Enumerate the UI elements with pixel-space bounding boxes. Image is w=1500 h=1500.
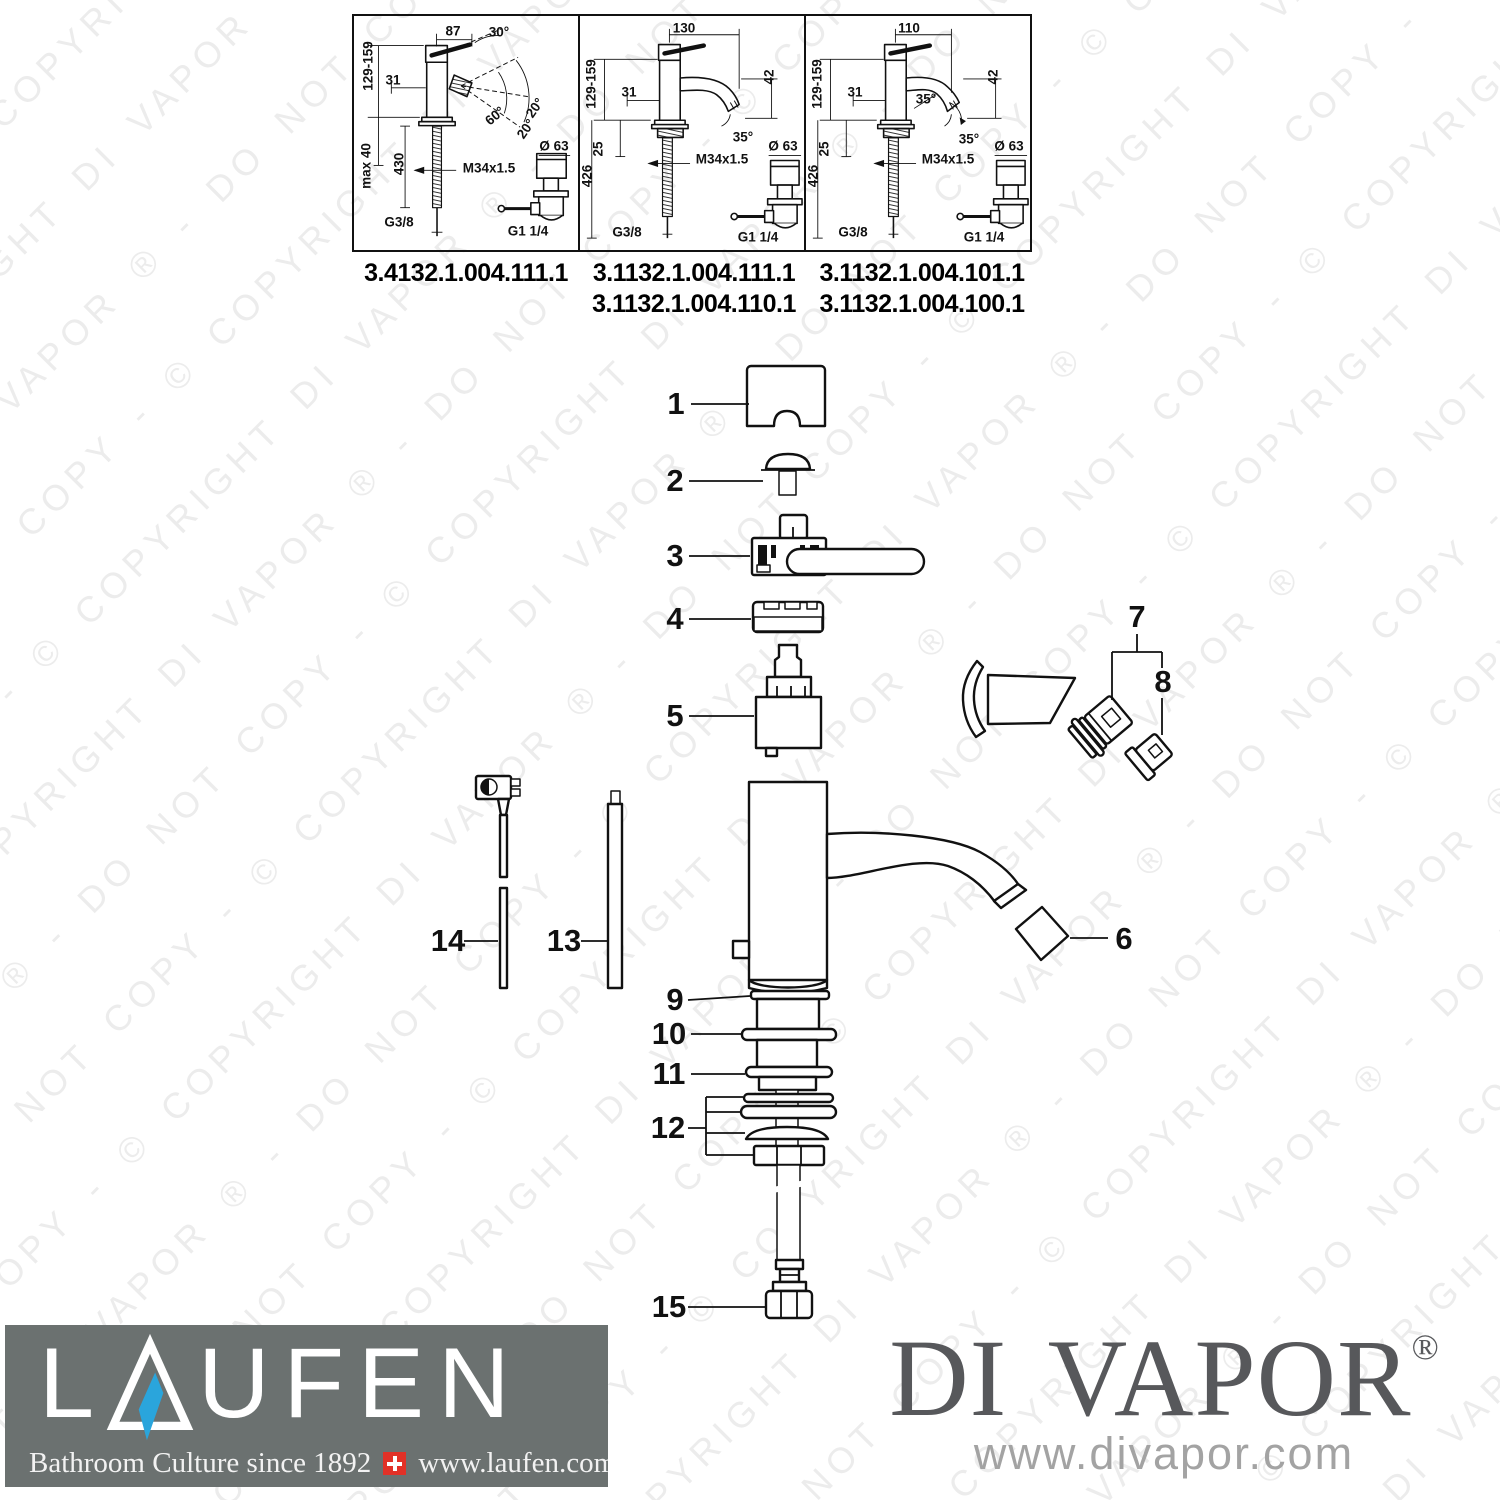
dim-label: 130 [672,20,696,36]
laufen-url: www.laufen.com [418,1447,608,1479]
tech-drawing-art [812,28,1029,239]
model-number: 3.1132.1.004.101.1 [819,259,1025,287]
dim-label: 129-159 [360,41,376,91]
laufen-wordmark: L UFEN [39,1327,524,1443]
dim-label: 25 [590,141,606,157]
dim-label: M34x1.5 [921,151,975,167]
dim-label: 110 [898,20,920,36]
laufen-wordmark-text: L [39,1327,109,1438]
dim-label: 426 [805,164,821,188]
dim-label: G3/8 [612,224,642,240]
divapor-logo: DI VAPOR® www.divapor.com [836,1322,1492,1480]
part-number-label: 1 [667,386,684,421]
dim-label: 42 [985,69,1001,85]
part-number-label: 3 [666,538,683,573]
dim-label: G3/8 [384,214,414,230]
dim-label: G1 1/4 [963,229,1005,245]
divapor-wordmark: DI VAPOR® [836,1322,1492,1434]
tech-drawing-art [367,28,571,237]
swiss-flag-icon [383,1452,407,1475]
part-number-label: 5 [666,698,683,733]
dim-label: 426 [579,164,595,188]
dim-label: Ø 63 [994,138,1024,154]
part-number-label: 15 [652,1289,686,1324]
tech-drawing-bidet: 87 30° 129-159 31 60° 20° 20° max 40 430… [352,14,580,252]
dim-label: M34x1.5 [695,151,749,167]
dim-label: G1 1/4 [737,229,779,245]
dim-label: 430 [391,152,407,176]
dim-label: 31 [385,72,401,88]
part-number-label: 9 [666,982,683,1017]
part-number-label: 6 [1115,921,1132,956]
laufen-wordmark-text: UFEN [198,1327,524,1438]
dim-label: 129-159 [809,59,825,109]
part-number-label: 4 [666,601,684,636]
dim-label: 30° [488,24,510,40]
registered-mark: ® [1411,1327,1439,1367]
laufen-tagline: Bathroom Culture since 1892 [29,1447,372,1479]
divapor-url: www.divapor.com [973,1428,1355,1479]
dim-label: G3/8 [838,224,868,240]
tech-drawing-basin-110: 110 129-159 31 42 35° 35° 25 426 M34x1.5… [804,14,1032,252]
dim-label: 31 [847,84,863,100]
model-number: 3.1132.1.004.100.1 [819,290,1025,318]
model-number: 3.1132.1.004.111.1 [592,259,796,287]
part-number-label: 10 [652,1016,686,1051]
dim-label: M34x1.5 [462,160,516,176]
dim-label: 42 [761,69,777,85]
part-number-label: 14 [431,923,466,958]
dim-label: 87 [445,23,461,39]
tech-drawing-basin-130: 130 129-159 31 42 35° 25 426 M34x1.5 Ø 6… [578,14,806,252]
laufen-a-triangle-icon [106,1333,194,1441]
model-number: 3.1132.1.004.110.1 [592,290,796,318]
dim-label: Ø 63 [768,138,798,154]
part-number-label: 12 [651,1110,685,1145]
part-number-label: 8 [1154,664,1171,699]
dim-label: 35° [915,91,937,107]
model-number: 3.4132.1.004.111.1 [364,259,568,287]
part-number-label: 2 [666,463,683,498]
dim-label: Ø 63 [539,138,569,154]
divapor-name: DI VAPOR [889,1317,1412,1439]
tech-drawing-art [586,28,803,239]
dim-label: 25 [816,141,832,157]
dim-label: 129-159 [583,59,599,109]
laufen-logo: L UFEN Bathroom Culture since 1892 www.l… [5,1325,608,1487]
dim-label: 35° [732,129,754,145]
part-number-label: 7 [1128,599,1145,634]
part-number-label: 11 [653,1056,686,1091]
part-number-label: 13 [547,923,581,958]
dim-label: max 40 [358,143,374,189]
dim-label: 31 [621,84,637,100]
dim-label: 35° [958,131,980,147]
dim-label: G1 1/4 [507,223,549,239]
